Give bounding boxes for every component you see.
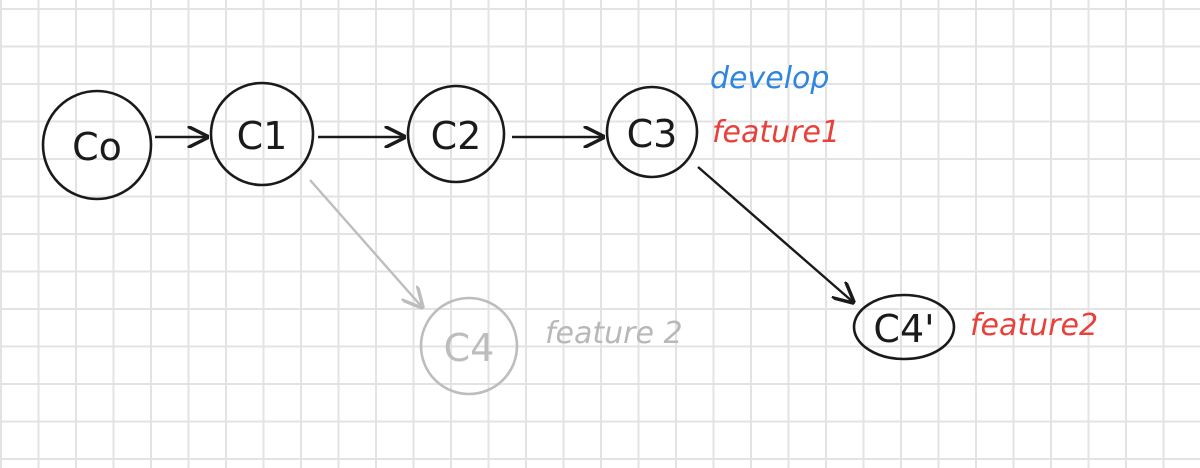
commit-c4: C4: [419, 296, 519, 396]
commit-c4-prime-label: C4': [873, 307, 934, 351]
commit-c4-prime: C4': [852, 293, 956, 361]
branch-label-feature1: feature1: [712, 115, 840, 150]
commit-c0: Co: [41, 89, 153, 201]
edge-c1-c4: [309, 179, 422, 307]
commit-c1-label: C1: [237, 114, 288, 158]
commit-c4-label: C4: [444, 326, 495, 370]
commit-c0-label: Co: [72, 125, 122, 169]
branch-label-develop: develop: [710, 61, 829, 96]
commit-c1: C1: [209, 81, 315, 187]
commit-c2: C2: [406, 84, 506, 184]
edge-c3-c4p: [697, 166, 853, 302]
branch-label-feature2-new: feature2: [970, 308, 1098, 343]
commit-c3-label: C3: [627, 112, 678, 156]
commit-c3: C3: [605, 85, 699, 179]
branch-label-feature2-old: feature 2: [545, 316, 683, 351]
commit-c2-label: C2: [431, 114, 482, 158]
